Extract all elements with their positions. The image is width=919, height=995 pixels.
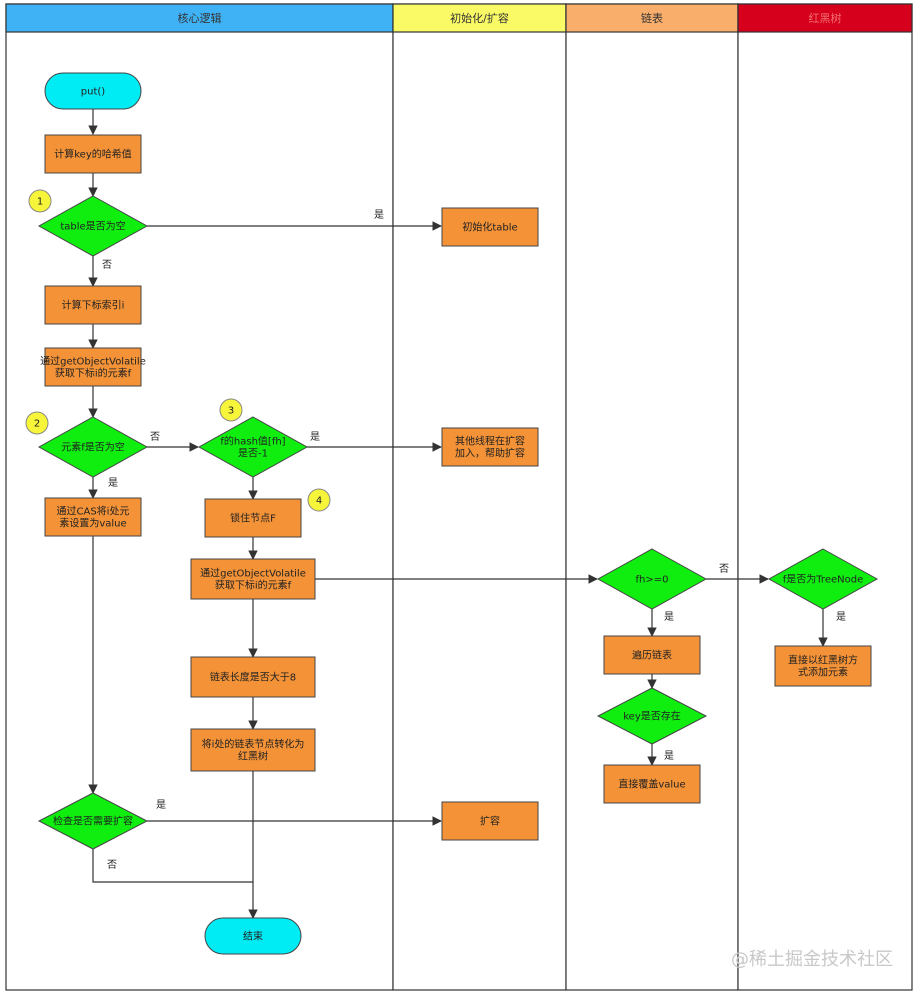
node-put xyxy=(44,72,142,110)
node-end xyxy=(204,917,302,955)
node-is-treenode xyxy=(767,548,879,610)
node-overwrite xyxy=(603,764,701,804)
lane-header-init xyxy=(392,3,567,33)
node-traverse xyxy=(603,635,701,675)
node-table-empty xyxy=(37,195,149,257)
lane-tree xyxy=(737,3,913,991)
node-help-transfer xyxy=(441,427,539,467)
node-len-check xyxy=(190,656,316,698)
node-elem-empty xyxy=(37,416,149,478)
node-traverse-label: 遍历链表 xyxy=(632,649,672,662)
node-init-table-label: 初始化table xyxy=(462,221,517,234)
node-treeify xyxy=(190,728,316,772)
edge-label-table-empty-yes: 是 xyxy=(374,209,384,221)
node-help-transfer-label: 其他线程在扩容加入，帮助扩容 xyxy=(455,435,525,460)
lane-init xyxy=(392,3,567,991)
step-badge-2 xyxy=(25,411,49,435)
node-init-table xyxy=(441,207,539,247)
node-is-treenode-label: f是否为TreeNode xyxy=(783,574,863,586)
node-fh-check xyxy=(596,548,708,610)
node-cas-set-label: 通过CAS将i处元素设置为value xyxy=(57,505,130,530)
edge-label-fh-no: 否 xyxy=(719,563,729,575)
lane-title-init: 初始化/扩容 xyxy=(450,11,509,25)
step-badge-4 xyxy=(307,488,331,512)
node-calc-index-label: 计算下标索引i xyxy=(62,299,125,312)
edge-label-key-yes: 是 xyxy=(664,750,674,762)
step-badge-3 xyxy=(219,398,243,422)
node-hash-label: 计算key的哈希值 xyxy=(54,148,132,161)
node-end-label: 结束 xyxy=(243,930,263,943)
node-key-exists-label: key是否存在 xyxy=(623,710,681,723)
lane-list xyxy=(565,3,739,991)
node-elem-empty-label: 元素f是否为空 xyxy=(61,441,125,454)
node-lock-f xyxy=(204,498,302,538)
node-fh-check-label: fh>=0 xyxy=(636,575,669,586)
node-len-check-label: 链表长度是否大于8 xyxy=(210,671,296,684)
edge-label-is-moved-yes: 是 xyxy=(310,431,320,443)
node-is-moved xyxy=(197,416,309,478)
edge-label-elem-empty-yes: 是 xyxy=(108,477,118,489)
node-calc-index xyxy=(44,285,142,325)
edge-label-treenode-yes: 是 xyxy=(836,611,846,623)
step-badge-label-4: 4 xyxy=(316,496,322,507)
node-get-elem-1 xyxy=(44,347,142,387)
node-hash xyxy=(44,134,142,174)
node-is-moved-label: f的hash值[fh]是否-1 xyxy=(220,435,285,460)
edge-need-resize-no xyxy=(92,849,253,883)
lane-title-tree: 红黑树 xyxy=(809,11,842,25)
step-badge-1 xyxy=(28,189,52,213)
edge-label-fh-yes: 是 xyxy=(664,611,674,623)
lane-title-list: 链表 xyxy=(641,11,663,25)
edge-label-table-empty-no: 否 xyxy=(102,259,112,271)
node-need-resize xyxy=(37,792,149,850)
node-treeify-label: 将i处的链表节点转化为红黑树 xyxy=(202,738,305,763)
node-resize xyxy=(441,801,539,841)
step-badge-label-3: 3 xyxy=(228,406,234,417)
node-key-exists xyxy=(596,687,708,745)
lane-header-tree xyxy=(737,3,913,33)
step-badge-label-2: 2 xyxy=(34,419,40,430)
edge-label-need-resize-yes: 是 xyxy=(156,799,166,811)
node-overwrite-label: 直接覆盖value xyxy=(618,778,685,791)
step-badge-label-1: 1 xyxy=(37,197,43,208)
lane-header-core xyxy=(5,3,394,33)
node-cas-set xyxy=(44,497,142,537)
edge-label-need-resize-no: 否 xyxy=(107,859,117,871)
node-need-resize-label: 检查是否需要扩容 xyxy=(53,815,133,828)
node-tree-add-label: 直接以红黑树方式添加元素 xyxy=(788,654,858,679)
node-get-elem-2 xyxy=(190,558,316,600)
watermark: @稀土掘金技术社区 xyxy=(731,949,893,970)
node-resize-label: 扩容 xyxy=(480,815,500,828)
node-put-label: put() xyxy=(81,87,106,98)
node-table-empty-label: table是否为空 xyxy=(60,220,125,233)
node-lock-f-label: 锁住节点F xyxy=(230,512,276,525)
node-tree-add xyxy=(774,645,872,687)
lane-title-core: 核心逻辑 xyxy=(178,11,222,25)
edge-label-elem-empty-no: 否 xyxy=(150,431,160,443)
